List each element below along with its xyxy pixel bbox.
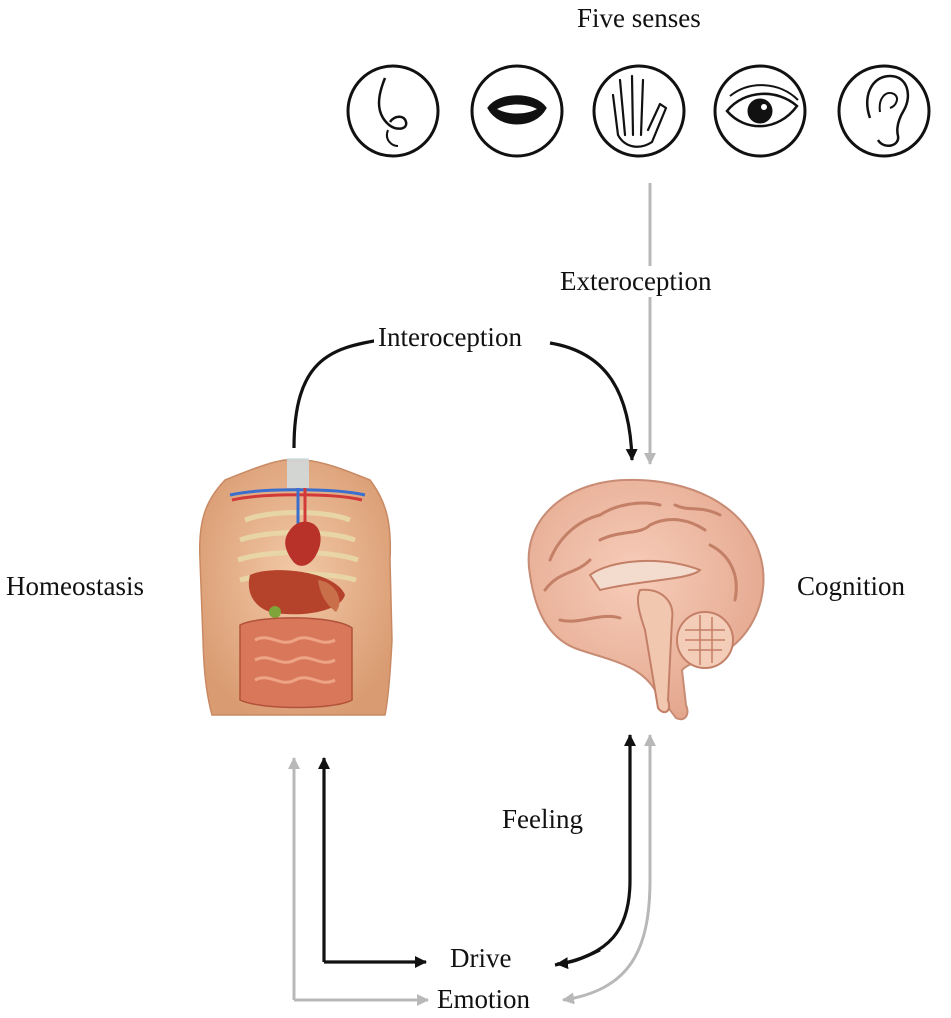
interoception-arrow	[292, 338, 632, 460]
five-senses-label: Five senses	[577, 3, 701, 33]
ear-icon	[837, 64, 931, 158]
eye-icon	[713, 64, 807, 158]
feeling-arrow-black	[554, 734, 636, 967]
drive-label: Drive	[450, 943, 512, 973]
emotion-arrow-left	[562, 879, 652, 1005]
feeling-arrow-black-tip	[556, 948, 601, 970]
exteroception-label: Exteroception	[556, 266, 716, 297]
interoception-label: Interoception	[374, 322, 526, 353]
mouth-icon	[470, 64, 564, 158]
nose-icon	[346, 64, 440, 158]
cognition-label: Cognition	[797, 571, 906, 601]
homeostasis-label: Homeostasis	[6, 571, 144, 601]
senses-row	[346, 64, 931, 158]
hand-icon	[592, 64, 686, 158]
emotion-label: Emotion	[437, 984, 530, 1014]
feeling-label: Feeling	[502, 804, 583, 834]
torso-illustration	[198, 458, 393, 716]
arrows	[288, 183, 656, 1006]
brain-illustration	[527, 478, 765, 721]
